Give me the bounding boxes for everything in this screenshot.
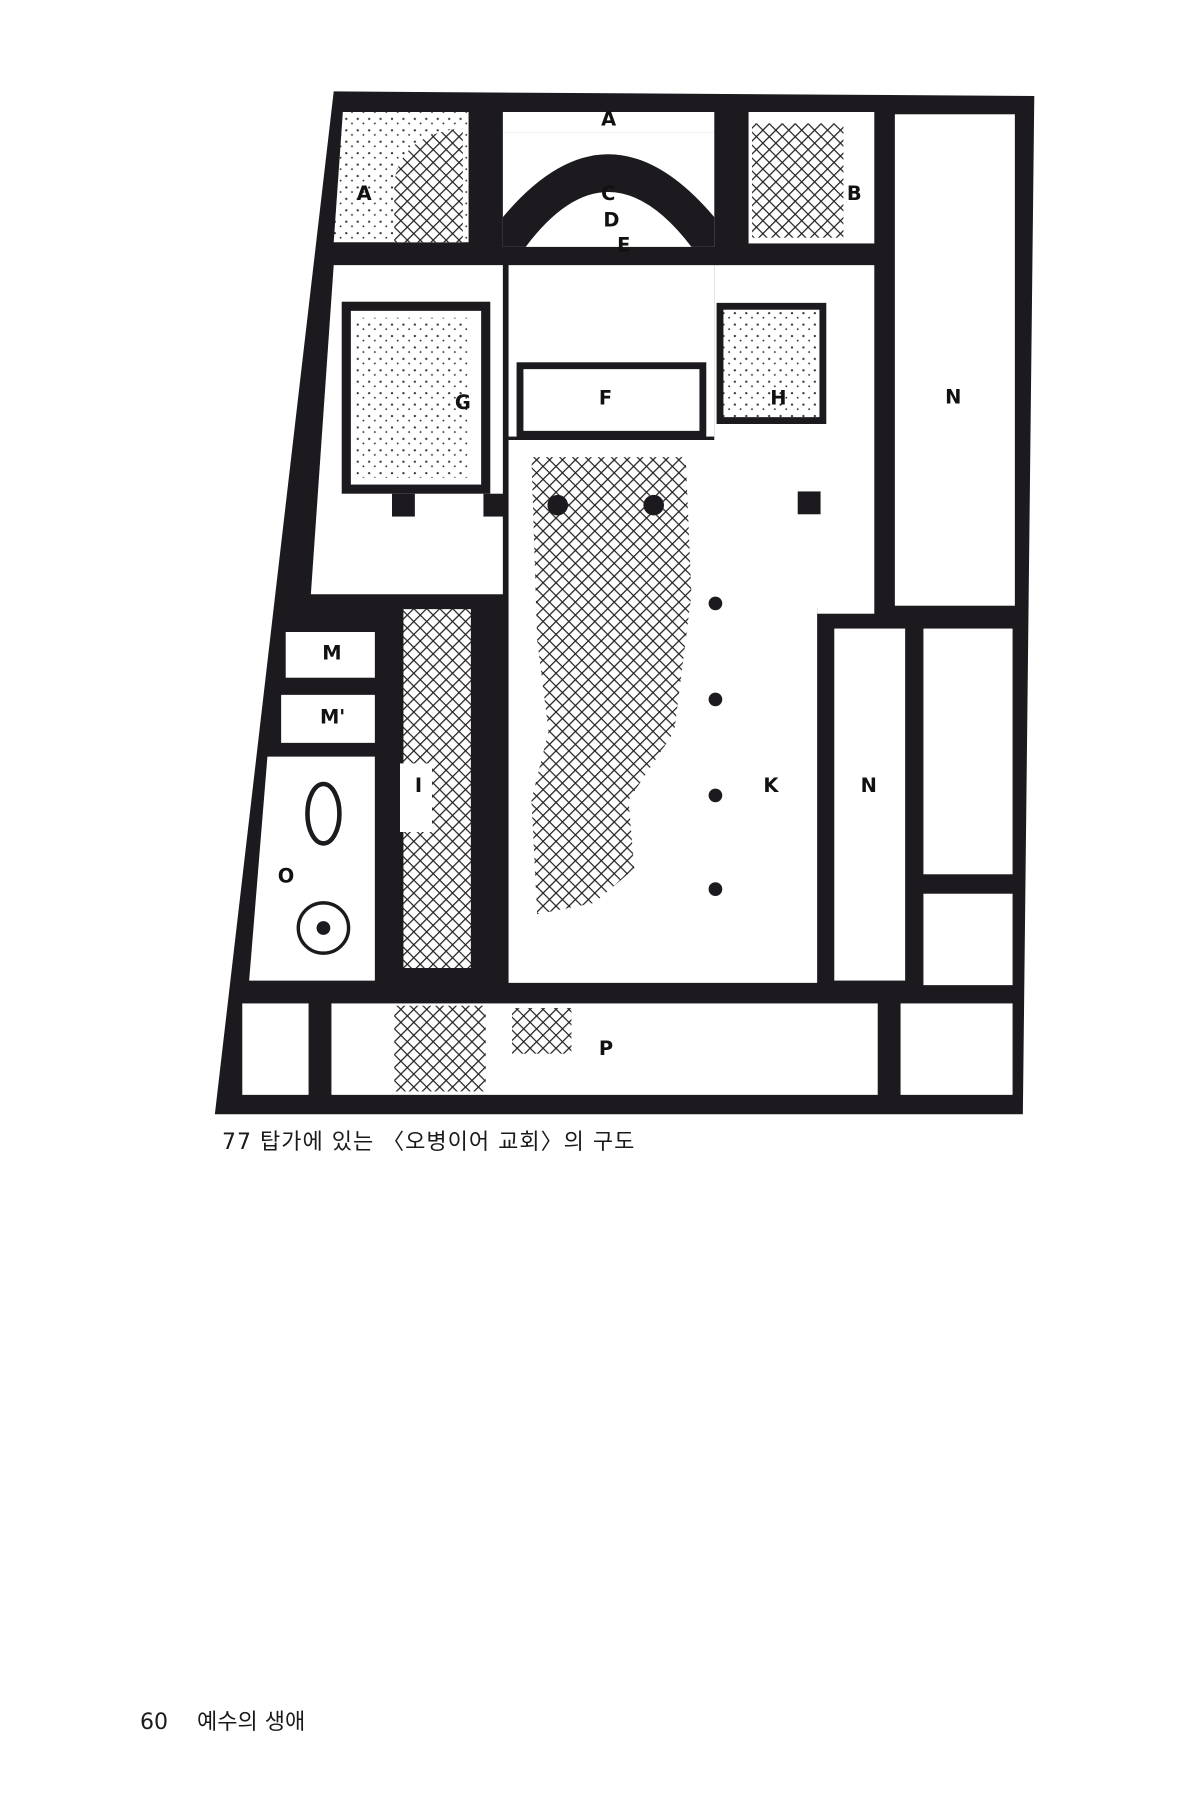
running-title: 예수의 생애 [197, 1710, 306, 1735]
svg-text:P: P [599, 1037, 613, 1060]
svg-text:C: C [601, 182, 615, 205]
page-footer: 60 예수의 생애 [140, 1704, 327, 1736]
page-number: 60 [140, 1710, 168, 1735]
svg-text:I: I [415, 774, 422, 797]
svg-text:F: F [599, 387, 612, 410]
svg-text:N: N [945, 385, 961, 408]
transept-f [508, 265, 715, 437]
svg-text:A: A [357, 182, 372, 205]
svg-text:G: G [455, 391, 471, 414]
svg-text:K: K [763, 774, 779, 797]
room-n-right1 [923, 628, 1013, 875]
room-n-top [894, 114, 1015, 606]
svg-text:N: N [861, 774, 877, 797]
svg-text:B: B [847, 182, 862, 205]
room-n-right [834, 628, 906, 981]
svg-text:E: E [617, 233, 630, 256]
svg-text:A: A [601, 108, 616, 131]
svg-text:M': M' [320, 705, 345, 728]
svg-text:M: M [322, 641, 341, 664]
room-m2 [281, 694, 375, 743]
narthex-a [502, 112, 715, 133]
room-labels: A A B C D E F G H I K M M' N N O P [278, 108, 962, 1060]
svg-text:H: H [770, 387, 786, 410]
svg-text:O: O [278, 864, 295, 887]
room-o [249, 756, 375, 981]
nave-mosaic [531, 457, 692, 915]
svg-text:D: D [603, 208, 619, 231]
figure-caption: 77 탑가에 있는 〈오병이어 교회〉의 구도 [222, 1130, 636, 1155]
room-m [285, 632, 375, 678]
